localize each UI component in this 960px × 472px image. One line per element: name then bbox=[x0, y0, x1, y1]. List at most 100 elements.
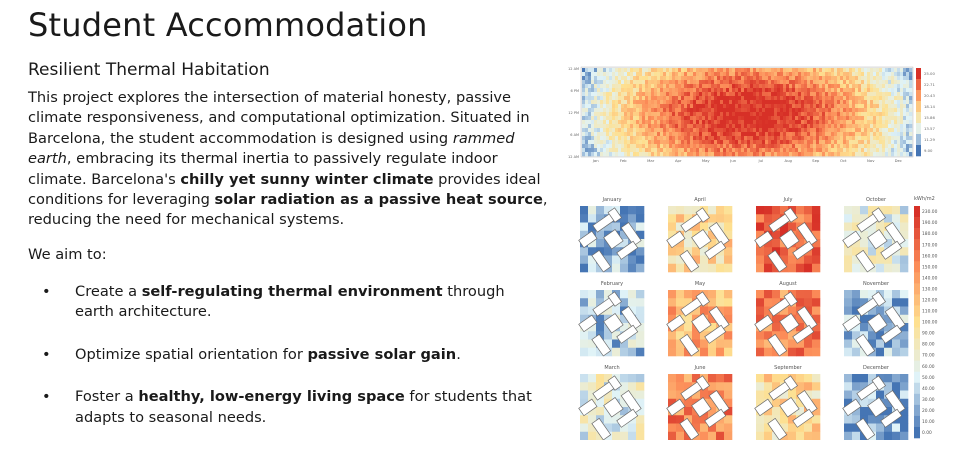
heatmap-cell bbox=[612, 124, 616, 129]
heatmap-cell bbox=[906, 84, 910, 89]
heatmap-cell bbox=[711, 116, 715, 121]
heatmap-cell bbox=[594, 112, 598, 117]
heatmap-cell bbox=[711, 112, 715, 117]
heatmap-cell bbox=[723, 92, 727, 97]
heatmap-cell bbox=[696, 92, 700, 97]
heatmap-cell bbox=[717, 88, 721, 93]
heatmap-cell bbox=[666, 96, 670, 101]
heatmap-cell bbox=[819, 92, 823, 97]
heatmap-cell bbox=[630, 116, 634, 121]
radiation-cell bbox=[724, 214, 733, 223]
heatmap-cell bbox=[624, 148, 628, 153]
heatmap-cell bbox=[882, 68, 886, 73]
heatmap-cell bbox=[666, 116, 670, 121]
radiation-cell bbox=[860, 398, 869, 408]
heatmap-cell bbox=[678, 120, 682, 125]
heatmap-cell bbox=[834, 80, 838, 85]
heatmap-cell bbox=[906, 124, 910, 129]
heatmap-cell bbox=[624, 100, 628, 105]
heatmap-cell bbox=[675, 100, 679, 105]
heatmap-cell bbox=[699, 84, 703, 89]
heatmap-cell bbox=[846, 140, 850, 145]
heatmap-cell bbox=[744, 108, 748, 113]
heatmap-cell bbox=[600, 108, 604, 113]
radiation-cell bbox=[612, 331, 621, 340]
heatmap-cell bbox=[819, 132, 823, 137]
heatmap-cell bbox=[750, 68, 754, 73]
heatmap-cell bbox=[603, 136, 607, 141]
heatmap-cell bbox=[726, 128, 730, 133]
heatmap-cell bbox=[825, 148, 829, 153]
heatmap-cell bbox=[732, 100, 736, 105]
heatmap-cell bbox=[900, 116, 904, 121]
heatmap-cell bbox=[771, 76, 775, 81]
heatmap-cell bbox=[858, 136, 862, 141]
radiation-cell bbox=[884, 314, 893, 324]
heatmap-cell bbox=[642, 148, 646, 153]
heatmap-cell bbox=[855, 128, 859, 133]
radiation-cell bbox=[852, 431, 861, 440]
heatmap-cell bbox=[681, 88, 685, 93]
heatmap-cell bbox=[582, 80, 586, 85]
heatmap-cell bbox=[726, 120, 730, 125]
heatmap-cell bbox=[654, 96, 658, 101]
heatmap-cell bbox=[660, 68, 664, 73]
heatmap-cell bbox=[906, 92, 910, 97]
heatmap-cell bbox=[807, 124, 811, 129]
heatmap-cell bbox=[633, 96, 637, 101]
radiation-cell bbox=[604, 206, 613, 215]
radiation-cell bbox=[588, 323, 597, 332]
heatmap-cell bbox=[723, 124, 727, 129]
heatmap-cell bbox=[729, 72, 733, 77]
heatmap-cell bbox=[822, 116, 826, 121]
heatmap-cell bbox=[708, 112, 712, 117]
heatmap-cell bbox=[609, 124, 613, 129]
heatmap-cell bbox=[804, 124, 808, 129]
page-subtitle: Resilient Thermal Habitation bbox=[28, 60, 270, 80]
heatmap-cell bbox=[651, 136, 655, 141]
radiation-cell bbox=[900, 339, 909, 349]
heatmap-cell bbox=[750, 104, 754, 109]
heatmap-cell bbox=[891, 152, 895, 157]
heatmap-cell bbox=[831, 108, 835, 113]
heatmap-cell bbox=[903, 116, 907, 121]
heatmap-cell bbox=[672, 100, 676, 105]
heatmap-cell bbox=[843, 84, 847, 89]
radiation-cell bbox=[716, 290, 725, 299]
heatmap-scale-tick: 9.00 bbox=[924, 148, 933, 153]
heatmap-cell bbox=[795, 100, 799, 105]
heatmap-cell bbox=[702, 140, 706, 145]
heatmap-cell bbox=[642, 100, 646, 105]
radiation-cell bbox=[628, 306, 637, 316]
heatmap-cell bbox=[693, 116, 697, 121]
radiation-cell bbox=[764, 331, 773, 340]
heatmap-cell bbox=[726, 68, 730, 73]
heatmap-cell bbox=[765, 144, 769, 149]
heatmap-cell bbox=[696, 100, 700, 105]
heatmap-cell bbox=[858, 84, 862, 89]
heatmap-cell bbox=[675, 96, 679, 101]
heatmap-cell bbox=[699, 76, 703, 81]
heatmap-cell bbox=[786, 76, 790, 81]
heatmap-cell bbox=[645, 92, 649, 97]
heatmap-cell bbox=[888, 132, 892, 137]
radiation-cell bbox=[884, 382, 893, 391]
heatmap-cell bbox=[693, 148, 697, 153]
heatmap-cell bbox=[708, 96, 712, 101]
heatmap-cell bbox=[690, 152, 694, 157]
heatmap-cell bbox=[588, 88, 592, 93]
heatmap-cell bbox=[909, 120, 913, 125]
radiation-cell bbox=[884, 255, 893, 265]
heatmap-cell bbox=[588, 152, 592, 157]
radiation-cell bbox=[756, 339, 765, 349]
heatmap-cell bbox=[624, 76, 628, 81]
heatmap-cell bbox=[588, 80, 592, 85]
heatmap-cell bbox=[759, 100, 763, 105]
heatmap-cell bbox=[792, 124, 796, 129]
heatmap-cell bbox=[588, 140, 592, 145]
month-label: December bbox=[863, 365, 890, 371]
heatmap-cell bbox=[669, 120, 673, 125]
heatmap-cell bbox=[639, 152, 643, 157]
heatmap-cell bbox=[837, 108, 841, 113]
heatmap-cell bbox=[897, 104, 901, 109]
